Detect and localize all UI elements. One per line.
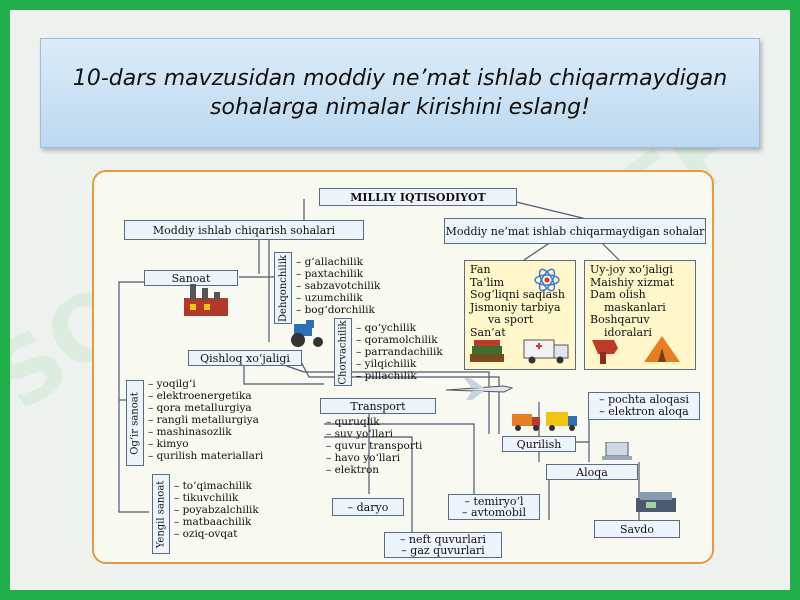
ogir-sanoat-list: – yoqilg‘i– elektroenergetika– qora meta… [148,378,264,462]
chorvachilik-list: – qo‘ychilik– qoramolchilik– parrandachi… [356,322,443,382]
transport-box: Transport [320,398,436,414]
aloqa-box: Aloqa [546,464,638,480]
title-box: 10-dars mavzusidan moddiy ne’mat ishlab … [40,38,760,148]
non-production-box: Moddiy ne’mat ishlab chiqarmaydigan soha… [444,218,706,244]
ambulance-icon [523,339,569,364]
yengil-sanoat-list: – to‘qimachilik– tikuvchilik– poyabzalch… [174,480,259,540]
trucks-icon [512,412,577,431]
production-box: Moddiy ishlab chiqarish sohalari [124,220,364,240]
factory-icon [184,284,228,316]
dehqonchilik-list: – g‘allachilik– paxtachilik– sabzavotchi… [296,256,381,316]
root-box: MILLIY IQTISODIYOT [319,188,517,206]
yengil-sanoat-box: Yengil sanoat [152,474,170,554]
daryo-box: – daryo [332,498,404,516]
chorvachilik-box: Chorvachilik [334,318,352,386]
temiryol-box: – temiryo‘l– avtomobil [448,494,540,520]
tent-icon [644,336,680,362]
sanoat-box: Sanoat [144,270,238,286]
qishloq-box: Qishloq xo‘jaligi [188,350,302,366]
scale-icon [636,492,676,512]
atom-icon [534,268,560,292]
slide: SOFF SOFF 10-dars mavzusidan moddiy ne’m… [10,10,790,590]
laptop-icon [602,442,632,460]
ogir-sanoat-box: Og‘ir sanoat [126,380,144,466]
quvur-box: – neft quvurlari– gaz quvurlari [384,532,502,558]
savdo-box: Savdo [594,520,680,538]
slide-title: 10-dars mavzusidan moddiy ne’mat ishlab … [72,66,728,120]
diagram-panel: MILLIY IQTISODIYOT Moddiy ishlab chiqari… [92,170,714,564]
books-icon [470,340,504,362]
dehqonchilik-box: Dehqonchilik [274,252,292,324]
qurilish-box: Qurilish [502,436,576,452]
aloqa-list-box: – pochta aloqasi– elektron aloqa [588,392,700,420]
airplane-icon [445,378,514,400]
hairdryer-icon [592,340,618,364]
transport-list: – quruqlik– suv yo‘llari– quvur transpor… [326,416,423,476]
tractor-icon [291,320,323,347]
